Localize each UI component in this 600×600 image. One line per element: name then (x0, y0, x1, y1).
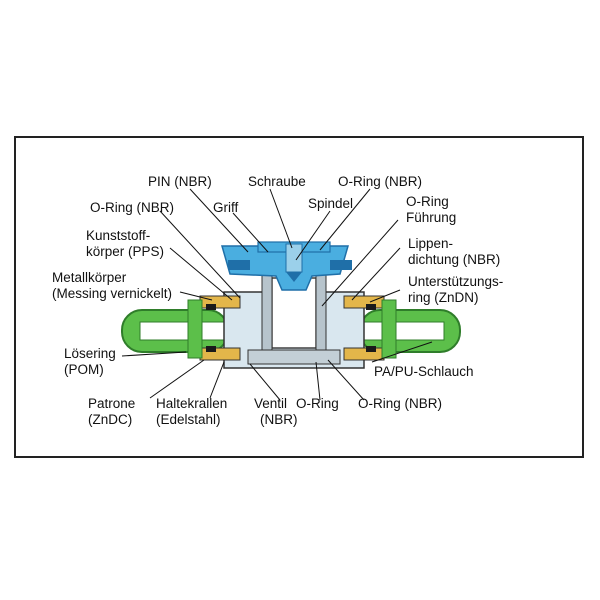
label-spindel: Spindel (308, 196, 354, 211)
label-oring-left: O-Ring (NBR) (90, 200, 175, 215)
handle (221, 241, 352, 291)
label-ventil-1: Ventil (254, 396, 288, 411)
label-pin: PIN (NBR) (148, 174, 212, 189)
label-metall-1: Metallkörper (52, 270, 127, 285)
label-schraube: Schraube (248, 174, 306, 189)
label-griff: Griff (213, 200, 239, 215)
label-oring-top-right: O-Ring (NBR) (338, 174, 423, 189)
label-loesering-2: (POM) (64, 362, 104, 377)
hose-left (121, 309, 231, 353)
leader-lines (121, 188, 433, 401)
label-kunststoff-1: Kunststoff- (86, 228, 151, 243)
label-oring-bottom-1: O-Ring (296, 396, 339, 411)
label-halte-1: Haltekrallen (156, 396, 228, 411)
label-ventil-2: (NBR) (260, 412, 298, 427)
label-patrone-1: Patrone (88, 396, 136, 411)
label-unterst-1: Unterstützungs- (408, 274, 504, 289)
label-metall-2: (Messing vernickelt) (52, 286, 173, 301)
label-schlauch: PA/PU-Schlauch (374, 364, 474, 379)
label-kunststoff-2: körper (PPS) (86, 244, 165, 259)
valve-body (223, 267, 365, 369)
label-oring-fuehrung-2: Führung (406, 210, 457, 225)
hose-right (359, 309, 461, 353)
label-patrone-2: (ZnDC) (88, 412, 133, 427)
release-ring-right (381, 299, 397, 359)
label-lippen-1: Lippen- (408, 236, 454, 251)
label-halte-2: (Edelstahl) (156, 412, 221, 427)
label-lippen-2: dichtung (NBR) (408, 252, 501, 267)
cartridge-right (343, 295, 385, 361)
label-unterst-2: ring (ZnDN) (408, 290, 479, 305)
release-ring-left (187, 299, 203, 359)
label-oring-fuehrung-1: O-Ring (406, 194, 449, 209)
label-loesering-1: Lösering (64, 346, 116, 361)
label-oring-bottom-2: O-Ring (NBR) (358, 396, 443, 411)
